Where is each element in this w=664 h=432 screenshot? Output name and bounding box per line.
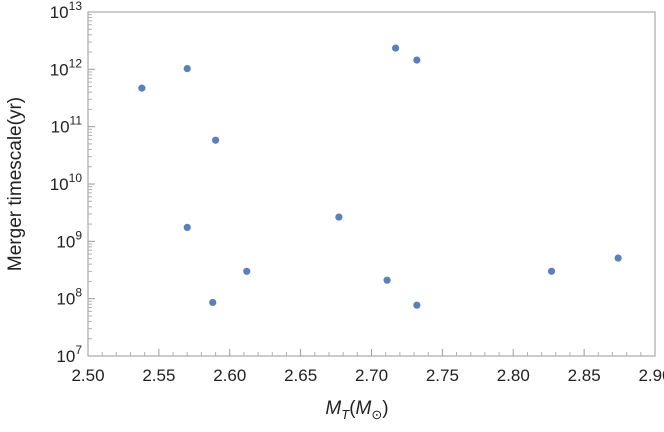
y-tick-label: 1011 xyxy=(51,114,83,137)
data-point xyxy=(183,223,191,231)
plot-frame xyxy=(87,11,656,357)
data-point xyxy=(383,276,391,284)
y-tick-label: 1013 xyxy=(50,0,83,22)
x-axis-title-sub: T xyxy=(341,407,350,422)
x-axis-title-open: ( xyxy=(349,398,356,419)
x-tick-label: 2.85 xyxy=(568,366,601,385)
x-tick-label: 2.70 xyxy=(355,366,388,385)
x-tick-label: 2.75 xyxy=(426,366,459,385)
x-tick-label: 2.55 xyxy=(142,366,175,385)
data-point xyxy=(614,254,622,262)
x-axis: 2.50 2.55 2.60 2.65 2.70 2.75 2.80 2.85 2.90 xyxy=(71,349,664,385)
data-point xyxy=(138,84,146,92)
x-tick-label: 2.60 xyxy=(213,366,246,385)
x-tick-label: 2.90 xyxy=(638,366,664,385)
y-tick-label: 1012 xyxy=(50,56,83,79)
y-tick-label: 109 xyxy=(56,228,82,251)
data-point xyxy=(547,267,556,275)
x-axis-title: MT(M⊙) xyxy=(325,398,388,422)
data-point xyxy=(211,136,220,144)
x-tick-label: 2.80 xyxy=(497,366,530,385)
y-tick-label: 107 xyxy=(56,343,82,366)
y-axis: 107 108 109 1010 1011 1012 1013 xyxy=(50,0,95,366)
data-point xyxy=(243,267,251,275)
x-axis-title-close: ) xyxy=(382,398,388,419)
x-tick-label: 2.50 xyxy=(71,366,104,385)
data-point xyxy=(209,298,217,307)
x-axis-title-base: M xyxy=(325,398,341,419)
data-point xyxy=(183,64,191,73)
data-point xyxy=(413,56,421,64)
data-point xyxy=(391,44,400,52)
y-tick-label: 108 xyxy=(56,286,82,309)
x-axis-title-inner-sub: ⊙ xyxy=(371,407,382,422)
data-point xyxy=(413,301,421,309)
y-tick-label: 1010 xyxy=(50,171,83,194)
data-points xyxy=(138,44,622,309)
x-tick-label: 2.65 xyxy=(284,366,317,385)
y-axis-title: Merger timescale(yr) xyxy=(5,97,26,271)
x-axis-title-inner: M xyxy=(356,398,372,419)
data-point xyxy=(335,213,343,221)
